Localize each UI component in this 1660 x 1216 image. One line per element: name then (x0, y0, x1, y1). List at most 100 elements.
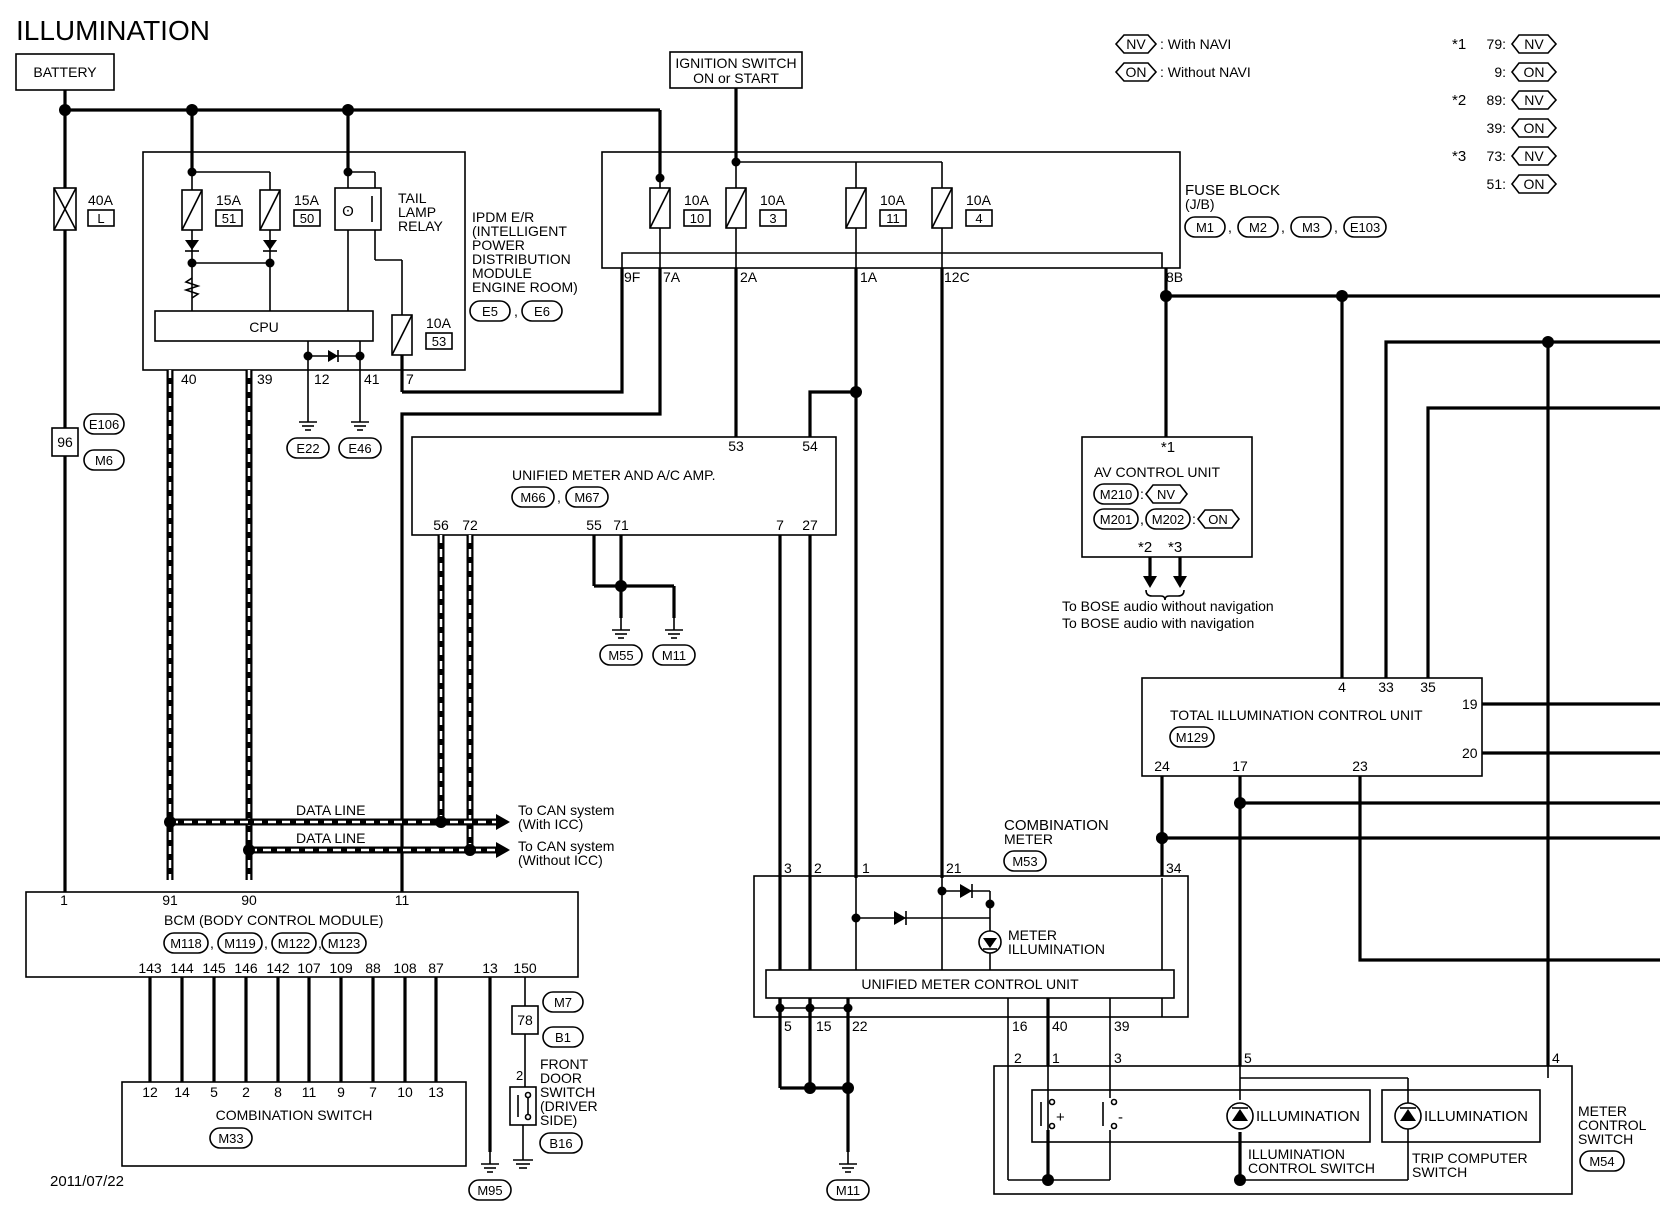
door-harness-id: 78 (517, 1012, 533, 1028)
ground-m11-label: M11 (662, 648, 686, 663)
bcm-pin-146: 146 (234, 960, 258, 976)
door-switch-label-2: DOOR (540, 1070, 582, 1086)
amp-pin-55: 55 (586, 517, 602, 533)
legend-nv-code: NV (1126, 36, 1146, 52)
combination-meter: COMBINATION METER M53 3 2 1 21 34 METER … (753, 535, 1189, 1201)
mcs-label-3: SWITCH (1578, 1131, 1633, 1147)
meter-pin-16: 16 (1012, 1018, 1028, 1034)
door-harness-c2: B1 (555, 1030, 571, 1045)
power-bus (59, 90, 662, 178)
relay-label-2: LAMP (398, 204, 436, 220)
mcs-pin-3: 3 (1114, 1050, 1122, 1066)
data-line-1-label: DATA LINE (296, 802, 366, 818)
av-conn-m210: M210 (1100, 487, 1133, 502)
combo-switch-conn: M33 (218, 1131, 243, 1146)
cs-pin-7: 7 (369, 1084, 377, 1100)
av-star: *1 (1161, 439, 1175, 456)
ticu-pin-35: 35 (1420, 679, 1436, 695)
svg-text:,: , (1228, 219, 1232, 235)
note-star-2: *2 (1452, 92, 1466, 109)
svg-text:,: , (514, 303, 518, 319)
meter-pin-1: 1 (862, 860, 870, 876)
av-code-on: ON (1208, 512, 1228, 527)
meter-illum-label-2: ILLUMINATION (1008, 941, 1105, 957)
amp-pin-53: 53 (728, 438, 744, 454)
av-label: AV CONTROL UNIT (1094, 464, 1220, 480)
ground-e22-label: E22 (296, 441, 319, 456)
av-conn-m201: M201 (1100, 512, 1133, 527)
jb-pin-2a: 2A (740, 269, 758, 285)
ticu-conn: M129 (1176, 730, 1209, 745)
bcm-pin-13: 13 (482, 960, 498, 976)
jb-fuse-3-amp: 10A (880, 192, 906, 208)
harness-96-c2: M6 (95, 453, 113, 468)
jb-pin-1a: 1A (860, 269, 878, 285)
jb-pin-7a: 7A (663, 269, 681, 285)
door-switch-label-5: SIDE) (540, 1112, 577, 1128)
av-star-2: *2 (1138, 539, 1152, 556)
amp-label: UNIFIED METER AND A/C AMP. (512, 467, 716, 483)
mcs-label-1: METER (1578, 1103, 1627, 1119)
jb-pin-12c: 12C (944, 269, 970, 285)
amp-conn-m67: M67 (574, 490, 599, 505)
svg-text:,: , (264, 935, 268, 951)
door-switch-label-1: FRONT (540, 1056, 589, 1072)
svg-text::: : (1192, 511, 1196, 527)
harness-96-c1: E106 (89, 417, 119, 432)
svg-text::: : (1140, 486, 1144, 502)
legend-nv-label: : With NAVI (1160, 36, 1231, 52)
jb-conn-m2: M2 (1249, 220, 1267, 235)
harness-96: 96 E106 M6 (51, 413, 125, 471)
bcm-pin-1: 1 (60, 892, 68, 908)
cs-pin-10: 10 (397, 1084, 413, 1100)
note-1-b-code: ON (1524, 64, 1545, 80)
combo-meter-label-1: COMBINATION (1004, 817, 1109, 834)
note-2-a-code: NV (1524, 92, 1544, 108)
amp-pin-54: 54 (802, 438, 818, 454)
note-1-b-num: 9: (1494, 64, 1506, 80)
ticu-pin-23: 23 (1352, 758, 1368, 774)
bcm: 1 91 90 11 BCM (BODY CONTROL MODULE) M11… (25, 891, 579, 978)
harness-96-id: 96 (57, 434, 73, 450)
unified-meter-ac-amp: 53 54 UNIFIED METER AND A/C AMP. M66 , M… (411, 436, 837, 536)
ipdm-label-1: IPDM E/R (472, 209, 534, 225)
ipdm-pin-7: 7 (406, 371, 414, 387)
door-switch-pin: 2 (516, 1068, 523, 1083)
note-3-a-code: NV (1524, 148, 1544, 164)
cs-pin-2: 2 (242, 1084, 250, 1100)
data-line-2-label: DATA LINE (296, 830, 366, 846)
jb-fuse-4-id: 4 (975, 211, 982, 226)
note-star-1: *1 (1452, 36, 1466, 53)
bcm-conn-m119: M119 (224, 936, 256, 951)
mcs-label-2: CONTROL (1578, 1117, 1647, 1133)
bcm-pin-87: 87 (428, 960, 444, 976)
meter-pin-5: 5 (784, 1018, 792, 1034)
bcm-pin-11: 11 (395, 892, 410, 908)
can-without-icc-1: To CAN system (518, 838, 614, 854)
jb-conn-e103: E103 (1350, 220, 1380, 235)
combo-meter-label-2: METER (1004, 831, 1053, 847)
cs-pin-11: 11 (302, 1084, 317, 1100)
ipdm-conn-e5: E5 (482, 304, 498, 319)
combination-switch: 12 14 5 2 8 11 9 7 10 13 COMBINATION SWI… (121, 1081, 467, 1167)
ipdm-pin-40: 40 (181, 371, 197, 387)
front-door-switch: 78 M7 B1 2 FRONT DOOR SWITCH (DRIVER SID… (509, 977, 598, 1169)
ignition-label-1: IGNITION SWITCH (675, 55, 796, 71)
cs-pin-9: 9 (337, 1084, 345, 1100)
jb-pin-9f: 9F (624, 269, 640, 285)
mcs-sw2-label-2: SWITCH (1412, 1164, 1467, 1180)
ground-e22: E22 (286, 437, 330, 459)
bcm-pin-150: 150 (513, 960, 537, 976)
battery-label: BATTERY (33, 64, 97, 80)
cs-pin-12: 12 (142, 1084, 158, 1100)
ground-m95-label: M95 (477, 1183, 502, 1198)
bcm-pin-109: 109 (329, 960, 353, 976)
note-2-b-code: ON (1524, 120, 1545, 136)
total-illumination-control-unit: 4 33 35 TOTAL ILLUMINATION CONTROL UNIT … (1141, 677, 1660, 1066)
svg-text:,: , (318, 935, 322, 951)
ticu-pin-20: 20 (1462, 745, 1478, 761)
bcm-pin-91: 91 (162, 892, 178, 908)
ipdm-label-6: ENGINE ROOM) (472, 279, 578, 295)
ipdm-label-3: POWER (472, 237, 525, 253)
mcs-minus: - (1118, 1109, 1123, 1126)
